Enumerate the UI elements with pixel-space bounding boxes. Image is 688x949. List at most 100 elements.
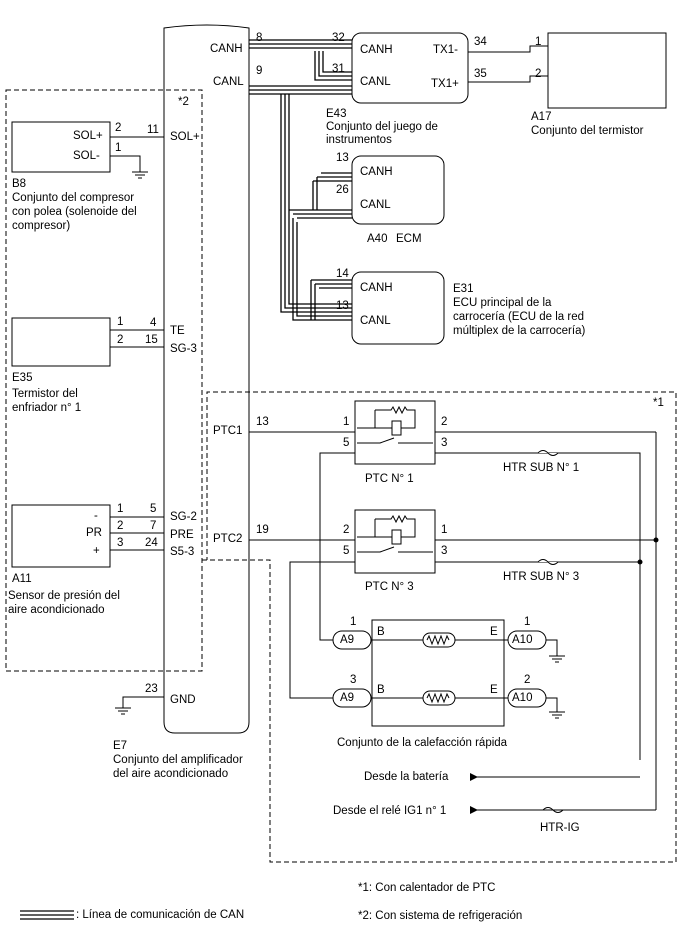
press-minus: - xyxy=(94,510,98,522)
fuse-htr-sub1: HTR SUB N° 1 xyxy=(503,462,580,474)
comp-solm-pin: 1 xyxy=(115,142,122,154)
comp-line3: compresor) xyxy=(12,220,71,232)
press-p3: 3 xyxy=(117,537,124,549)
ptc3-p3: 3 xyxy=(441,545,448,557)
heater-a9-bot: A9 xyxy=(340,692,355,704)
ecu-gnd-pin: 23 xyxy=(145,683,158,695)
ecu-ptc2-label: PTC2 xyxy=(213,533,243,545)
heater-a9-top: A9 xyxy=(340,634,355,646)
inst-tx1m-label: TX1- xyxy=(433,44,458,56)
ecu-te-label: TE xyxy=(170,325,185,337)
heater-a10-top-pin: 1 xyxy=(524,616,531,628)
heater-a10-top: A10 xyxy=(512,634,533,646)
note-refrigeration: *2: Con sistema de refrigeración xyxy=(358,910,523,922)
ecu-canh-pin: 8 xyxy=(256,32,263,44)
therm-pin2: 2 xyxy=(535,68,542,80)
refrigeration-region xyxy=(5,89,203,672)
inst-tx1m-pin: 34 xyxy=(474,36,487,48)
body-canh-pin: 14 xyxy=(336,268,349,280)
ecu-solp-label: SOL+ xyxy=(170,131,200,143)
ptc1-name: PTC N° 1 xyxy=(365,473,414,485)
ptc1-p2: 2 xyxy=(441,416,448,428)
heater-b-bot: B xyxy=(377,684,385,696)
inst-name-line1: Conjunto del juego de xyxy=(326,121,438,133)
inst-canh-label: CANH xyxy=(360,44,393,56)
press-p2: 2 xyxy=(117,520,124,532)
source-ig1: Desde el relé IG1 n° 1 xyxy=(333,805,447,817)
comp-solp-label: SOL+ xyxy=(73,130,103,142)
ecu-name-line1: Conjunto del amplificador xyxy=(113,754,243,766)
ecm-canh-pin: 13 xyxy=(336,152,349,164)
ecu-canh-label: CANH xyxy=(210,43,243,55)
heater-a10-bot: A10 xyxy=(512,692,533,704)
heater-e-top: E xyxy=(490,626,498,638)
ptc3-p2: 2 xyxy=(343,524,350,536)
heater-b-top: B xyxy=(377,626,385,638)
inst-id: E43 xyxy=(326,108,347,120)
ptc3-name: PTC N° 3 xyxy=(365,581,414,593)
inst-canl-pin: 31 xyxy=(332,63,345,75)
press-plus: + xyxy=(93,545,100,557)
amplifier-ecu-body xyxy=(163,24,250,734)
press-id: A11 xyxy=(12,573,32,585)
body-line1: ECU principal de la xyxy=(453,297,552,309)
heater-a9-bot-pin: 3 xyxy=(350,674,357,686)
comp-solm-label: SOL- xyxy=(73,150,100,162)
ecu-ptc2-pin: 19 xyxy=(256,524,269,536)
body-canl-label: CANL xyxy=(360,315,391,327)
ecm-canl-label: CANL xyxy=(360,199,391,211)
region1-marker: *1 xyxy=(653,397,664,409)
ecu-s53-pin: 24 xyxy=(145,537,158,549)
ecu-ptc1-label: PTC1 xyxy=(213,425,243,437)
source-battery: Desde la batería xyxy=(364,771,449,783)
ecu-pre-pin: 7 xyxy=(150,520,157,532)
press-line1: Sensor de presión del xyxy=(8,590,120,602)
cool-pin1: 1 xyxy=(117,316,124,328)
ecm-name: ECM xyxy=(396,233,422,245)
ecu-ptc1-pin: 13 xyxy=(256,416,269,428)
cool-line1: Termistor del xyxy=(12,388,78,400)
legend-can-line: : Línea de comunicación de CAN xyxy=(76,909,245,921)
fuse-htr-sub3: HTR SUB N° 3 xyxy=(503,571,580,583)
body-line2: carrocería (ECU de la red xyxy=(453,311,585,323)
body-id: E31 xyxy=(453,283,474,295)
ecu-sg2-pin: 5 xyxy=(150,503,157,515)
ptc-region xyxy=(202,391,677,863)
ecu-canl-pin: 9 xyxy=(256,65,263,77)
ptc1-p1: 1 xyxy=(343,416,350,428)
press-p1: 1 xyxy=(117,503,124,515)
note-ptc: *1: Con calentador de PTC xyxy=(358,882,496,894)
comp-id: B8 xyxy=(12,178,27,190)
inst-name-line2: instrumentos xyxy=(326,134,392,146)
comp-line2: con polea (solenoide del xyxy=(12,206,137,218)
therm-pin1: 1 xyxy=(535,36,542,48)
ecu-sg3-label: SG-3 xyxy=(170,343,197,355)
ecm-canh-label: CANH xyxy=(360,166,393,178)
therm-id: A17 xyxy=(531,111,552,123)
therm-name: Conjunto del termistor xyxy=(531,125,644,137)
ecu-gnd-label: GND xyxy=(170,694,196,706)
ecu-canl-label: CANL xyxy=(213,76,244,88)
ecm-id: A40 xyxy=(367,233,388,245)
body-canl-pin: 13 xyxy=(336,300,349,312)
press-line2: aire acondicionado xyxy=(8,604,105,616)
ptc3-p5: 5 xyxy=(343,545,350,557)
inst-tx1p-pin: 35 xyxy=(474,68,487,80)
comp-solp-pin: 2 xyxy=(115,122,122,134)
inst-canl-label: CANL xyxy=(360,76,391,88)
comp-line1: Conjunto del compresor xyxy=(12,192,135,204)
fuse-htr-ig: HTR-IG xyxy=(540,822,580,834)
cool-pin2: 2 xyxy=(117,334,124,346)
ecu-s53-label: S5-3 xyxy=(170,546,195,558)
ecm-canl-pin: 26 xyxy=(336,184,349,196)
cool-id: E35 xyxy=(12,372,33,384)
ecu-id: E7 xyxy=(113,740,128,752)
heater-a9-top-pin: 1 xyxy=(350,616,357,628)
ecu-te-pin: 4 xyxy=(150,317,157,329)
inst-tx1p-label: TX1+ xyxy=(431,78,459,90)
body-line3: múltiplex de la carrocería) xyxy=(453,325,586,337)
body-canh-label: CANH xyxy=(360,282,393,294)
heater-name: Conjunto de la calefacción rápida xyxy=(337,737,508,749)
